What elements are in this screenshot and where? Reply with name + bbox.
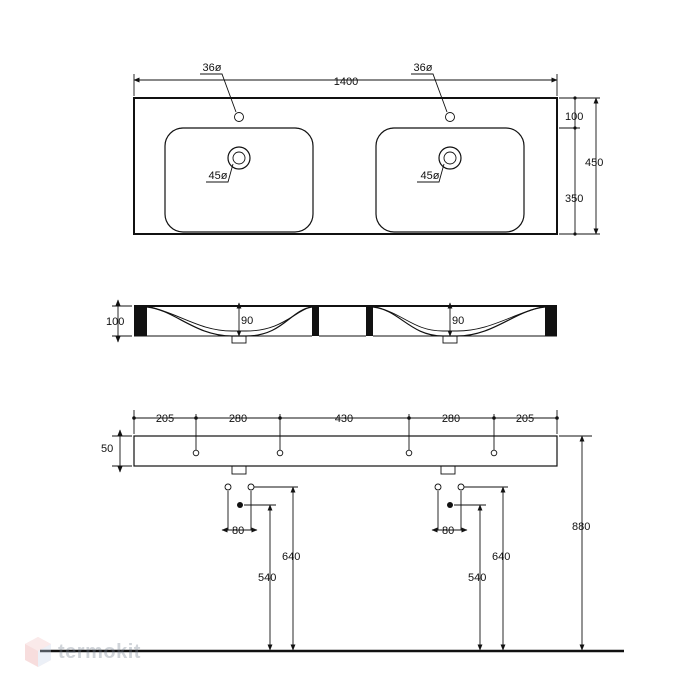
left-drain-inner bbox=[232, 151, 246, 165]
right-waste-outlet bbox=[440, 465, 456, 475]
fixing-hole-3 bbox=[405, 449, 413, 457]
left-tap-hole bbox=[234, 112, 244, 122]
dim-tap-hole-right: 36ø bbox=[414, 62, 433, 74]
dim-pipe-640-left: 640 bbox=[282, 551, 300, 563]
left-basin bbox=[164, 127, 314, 233]
right-tap-hole bbox=[445, 112, 455, 122]
left-plumbing: 80 640 540 bbox=[221, 483, 300, 651]
dim-fix-280-right: 280 bbox=[442, 413, 460, 425]
right-basin bbox=[375, 127, 525, 233]
top-view: 1400 36ø 36ø 45ø 45ø 100 350 450 bbox=[133, 62, 603, 236]
dim-depth-basin: 350 bbox=[565, 193, 583, 205]
dim-pipe-640-right: 640 bbox=[492, 551, 510, 563]
left-supply-hot bbox=[247, 483, 255, 491]
section-right-end bbox=[545, 306, 557, 336]
watermark: termokit bbox=[24, 636, 141, 668]
dim-drain-left: 45ø bbox=[209, 170, 228, 182]
dim-drain-right: 45ø bbox=[421, 170, 440, 182]
right-drain-section bbox=[442, 335, 458, 344]
dim-pipe-80-right: 80 bbox=[442, 525, 454, 537]
right-supply-cold bbox=[434, 483, 442, 491]
dim-side-height: 100 bbox=[106, 316, 124, 328]
section-view: 90 90 100 bbox=[106, 299, 557, 344]
left-waste-point bbox=[237, 502, 243, 508]
dim-fix-430: 430 bbox=[335, 413, 353, 425]
front-view: 205 280 430 280 205 50 880 80 bbox=[40, 410, 624, 653]
dim-pipe-540-right: 540 bbox=[468, 572, 486, 584]
dim-depth-total: 450 bbox=[585, 157, 603, 169]
right-supply-hot bbox=[457, 483, 465, 491]
top-view-outline bbox=[133, 97, 558, 235]
dim-fix-205-left: 205 bbox=[156, 413, 174, 425]
dim-pipe-80-left: 80 bbox=[232, 525, 244, 537]
right-plumbing: 80 640 540 bbox=[431, 483, 510, 651]
section-middle-right bbox=[366, 306, 373, 336]
fixing-hole-4 bbox=[490, 449, 498, 457]
left-supply-cold bbox=[224, 483, 232, 491]
right-drain-inner bbox=[443, 151, 457, 165]
dim-total-width: 1400 bbox=[334, 76, 358, 88]
right-waste-point bbox=[447, 502, 453, 508]
section-middle-left bbox=[312, 306, 319, 336]
section-left-end bbox=[134, 306, 147, 336]
dim-mount-height: 880 bbox=[572, 521, 590, 533]
dim-fix-280-left: 280 bbox=[229, 413, 247, 425]
dim-pipe-540-left: 540 bbox=[258, 572, 276, 584]
leader-drain-right bbox=[417, 163, 445, 183]
dim-depth-back: 100 bbox=[565, 111, 583, 123]
watermark-brand: termokit bbox=[58, 640, 141, 663]
left-basin-section bbox=[146, 306, 313, 337]
leader-tap-left bbox=[200, 73, 237, 113]
right-drain-outer bbox=[438, 146, 462, 170]
leader-drain-left bbox=[206, 163, 234, 183]
fixing-hole-1 bbox=[192, 449, 200, 457]
fixing-hole-2 bbox=[276, 449, 284, 457]
left-waste-outlet bbox=[231, 465, 247, 475]
dim-side-drain-left: 90 bbox=[241, 315, 253, 327]
left-drain-section bbox=[231, 335, 247, 344]
front-view-outline bbox=[133, 435, 558, 467]
dim-front-height: 50 bbox=[101, 443, 113, 455]
termokit-logo-icon bbox=[25, 637, 51, 667]
leader-tap-right bbox=[411, 73, 448, 113]
dim-tap-hole-left: 36ø bbox=[203, 62, 222, 74]
dim-side-drain-right: 90 bbox=[452, 315, 464, 327]
dim-fix-205-right: 205 bbox=[516, 413, 534, 425]
left-drain-outer bbox=[227, 146, 251, 170]
